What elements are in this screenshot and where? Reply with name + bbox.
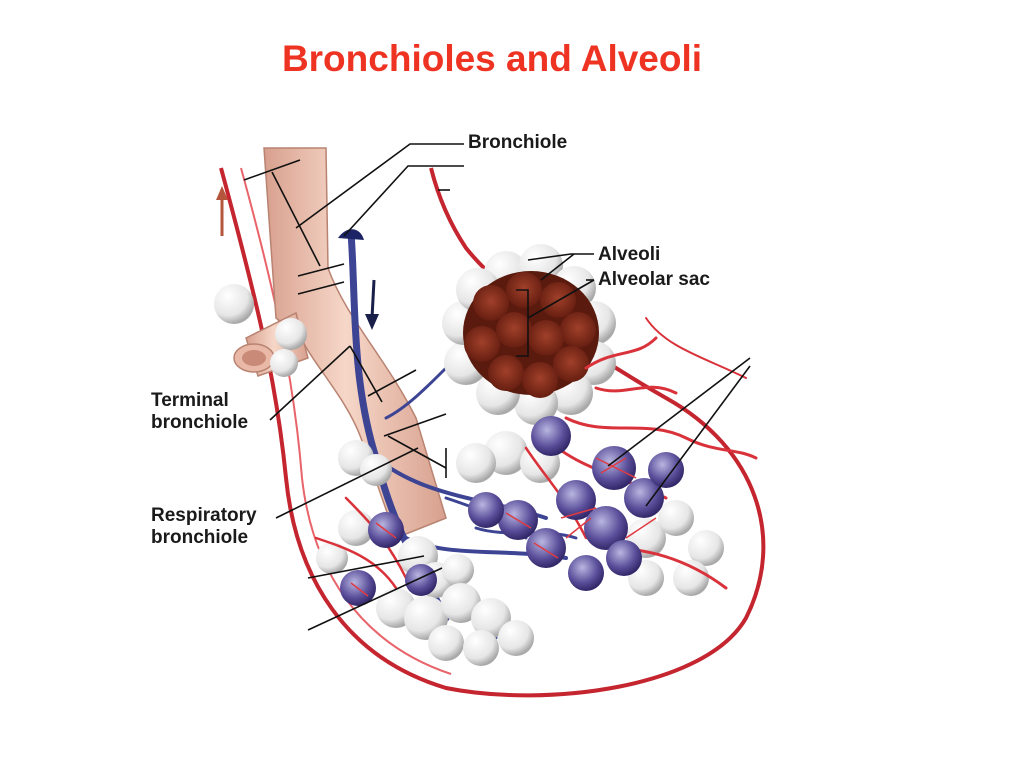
capillary-mesh-lines <box>350 457 657 597</box>
label-bronchiole: Bronchiole <box>468 132 568 153</box>
alveoli-clusters <box>214 284 724 666</box>
alveolar-sac <box>442 244 616 425</box>
flow-arrow-down <box>365 279 379 330</box>
capillary-alveoli <box>340 416 684 606</box>
flow-arrow-left <box>216 186 228 236</box>
leader-lines <box>243 143 751 631</box>
label-alveolar-sac: Alveolar sac <box>598 269 710 290</box>
vein-opening <box>338 229 364 240</box>
label-alveoli: Alveoli <box>598 244 661 265</box>
diagram-illustration <box>214 143 766 698</box>
label-terminal-bronchiole: Terminal bronchiole <box>151 390 249 433</box>
slide-title: Bronchioles and Alveoli <box>281 38 703 79</box>
label-respiratory-bronchiole: Respiratory bronchiole <box>151 505 257 548</box>
lung-diagram: Bronchiole Alveoli Alveolar sac Terminal… <box>146 118 786 710</box>
